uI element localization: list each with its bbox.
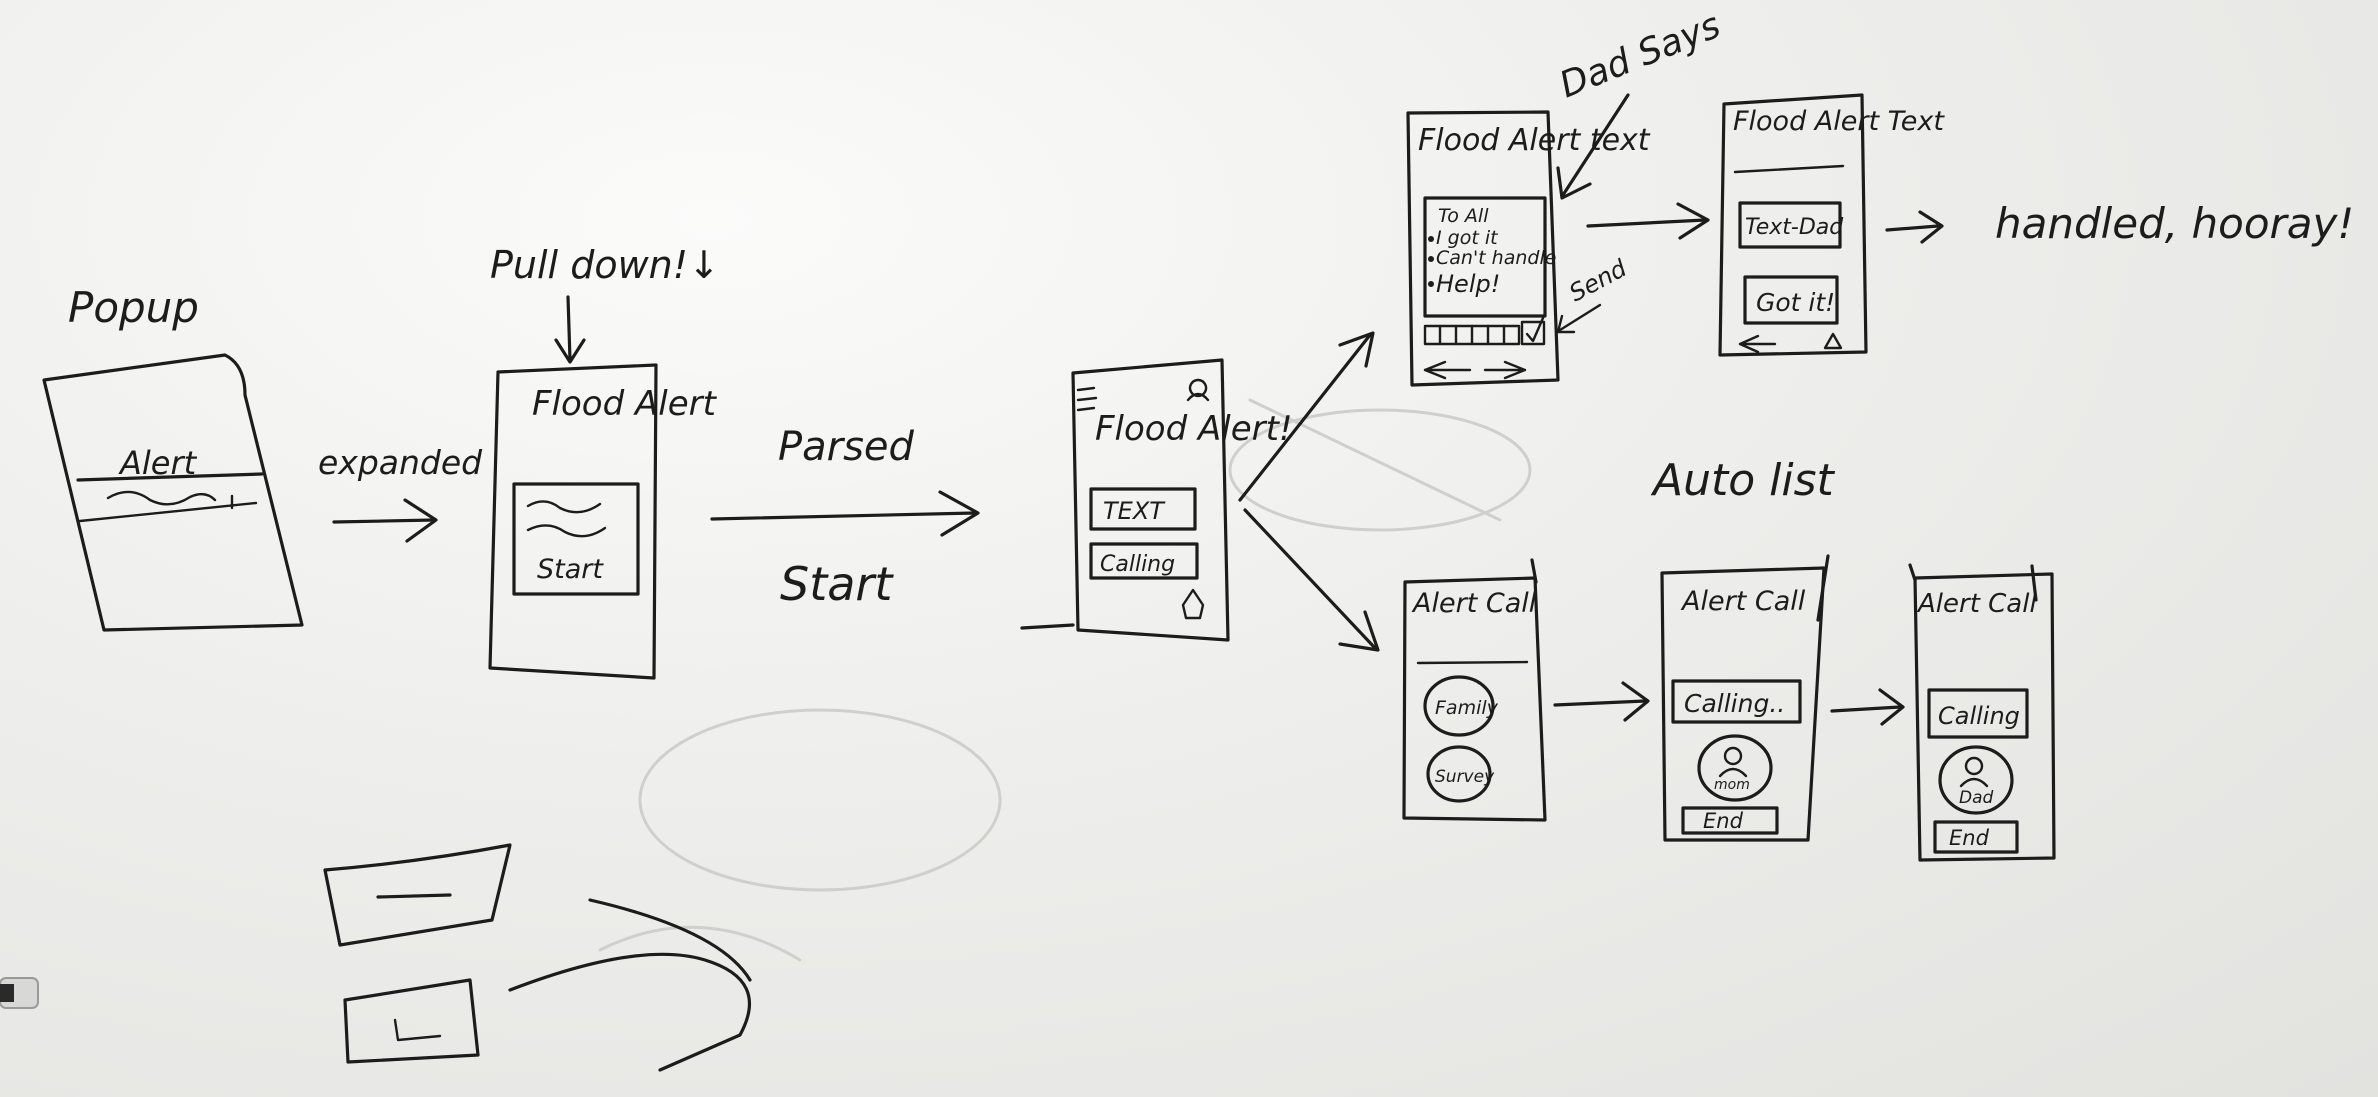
flood-alert-expanded-sketch: Pull down!↓ Flood Alert Start — [488, 243, 720, 680]
marker-tip — [0, 977, 39, 1009]
option-i-got-it: I got it — [1436, 227, 1499, 249]
parsed-arrow: Parsed Start — [710, 424, 980, 611]
arrow-to-text-dad — [1586, 202, 1710, 240]
flood-alert-text-dad-sketch: Flood Alert Text Text-Dad Got it! — [1718, 93, 1945, 357]
option-to-all: To All — [1438, 205, 1489, 227]
dad-label: Dad — [1959, 788, 1994, 808]
mom-label: mom — [1714, 777, 1750, 793]
family-button-label: Family — [1435, 697, 1499, 719]
option-cant-handle: Can't handle — [1436, 247, 1556, 269]
parsed-label: Parsed — [778, 424, 915, 470]
text-dad-button-label: Text-Dad — [1745, 215, 1844, 240]
survey-button-label: Survey — [1435, 767, 1495, 787]
flood-alert-text-title-1: Flood Alert text — [1418, 123, 1651, 158]
erased-ghost-marks — [598, 398, 1532, 962]
popup-alert-label: Alert — [118, 444, 198, 482]
start-button-label: Start — [537, 554, 604, 585]
expanded-arrow: expanded — [318, 443, 483, 543]
flood-alert-title: Flood Alert — [532, 384, 718, 424]
auto-list-label: Auto list — [1650, 455, 1836, 506]
alert-call-title-3: Alert Call — [1916, 589, 2037, 619]
arrow-to-handled — [1885, 210, 1944, 244]
got-it-button-label: Got it! — [1756, 288, 1835, 317]
option-bullet — [1428, 236, 1434, 242]
option-bullet — [1428, 281, 1434, 287]
popup-sketch: Popup Alert — [42, 283, 304, 632]
branch-arrows — [1238, 331, 1380, 652]
dad-says-label: Dad Says — [1554, 5, 1726, 106]
option-help: Help! — [1436, 270, 1500, 298]
bottom-sketch — [323, 843, 752, 1072]
text-button-label: TEXT — [1103, 497, 1166, 525]
alert-call-title-1: Alert Call — [1411, 588, 1537, 619]
expanded-label: expanded — [318, 443, 483, 482]
arrow-to-calling-mom — [1553, 681, 1650, 722]
option-bullet — [1428, 256, 1434, 262]
flood-alert-text-options-sketch: Dad Says Flood Alert text To All I got i… — [1406, 5, 1726, 387]
popup-label: Popup — [68, 283, 199, 332]
flood-alert-main-title: Flood Alert! — [1095, 409, 1293, 449]
flood-alert-phone-sketch: Flood Alert! TEXT Calling — [1020, 358, 1293, 642]
end-button-label-2: End — [1949, 826, 1990, 850]
flood-alert-text-title-2: Flood Alert Text — [1733, 106, 1945, 137]
alert-call-mom-sketch: Alert Call Calling.. mom End — [1660, 554, 1830, 842]
start-label: Start — [780, 557, 894, 611]
calling-button-label: Calling — [1100, 552, 1175, 577]
handled-hooray-label: handled, hooray! — [1995, 199, 2354, 248]
alert-call-dad-sketch: Alert Call Calling Dad End — [1908, 563, 2056, 862]
pull-down-label: Pull down!↓ — [490, 243, 720, 287]
end-button-label-1: End — [1703, 809, 1744, 833]
calling-label: Calling — [1938, 702, 2020, 730]
alert-call-options-sketch: Alert Call Family Survey — [1402, 558, 1547, 822]
send-label: Send — [1565, 254, 1632, 307]
arrow-to-calling-dad — [1830, 688, 1905, 726]
alert-call-title-2: Alert Call — [1680, 586, 1806, 617]
calling-dots-label: Calling.. — [1684, 689, 1785, 718]
